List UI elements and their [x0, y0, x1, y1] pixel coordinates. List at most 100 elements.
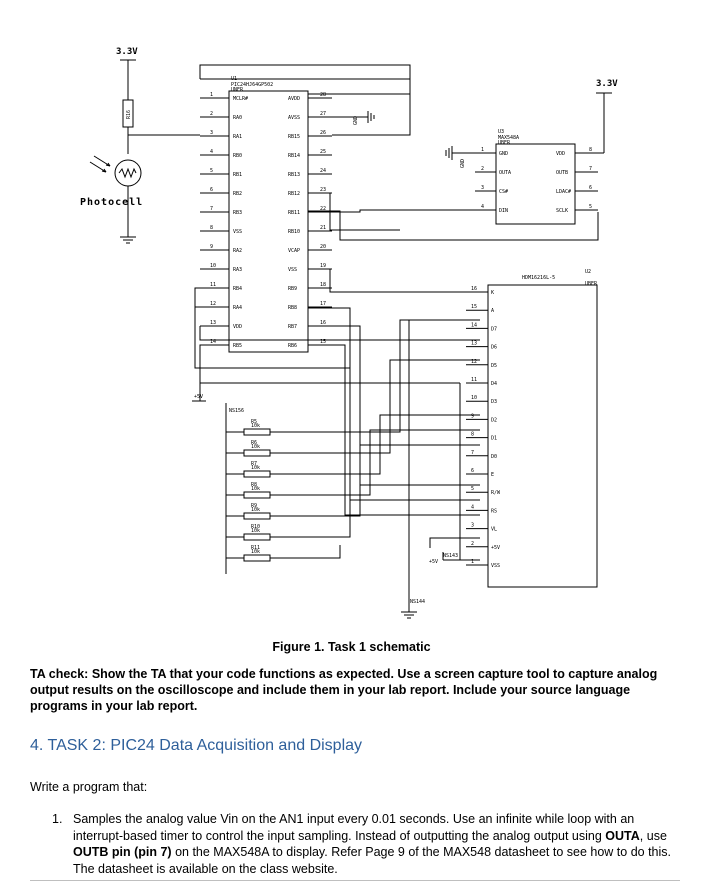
resistor-r16-label: R16 — [126, 110, 132, 119]
u1-pin-number: 28 — [320, 92, 326, 98]
u3-pin-number: 7 — [589, 166, 592, 172]
ns-labels: NS143 +5V NS144 — [401, 320, 480, 619]
u1-pin-name: RA2 — [233, 248, 242, 254]
list-item-text-run: OUTA — [605, 828, 640, 843]
u2-pin-name: A — [491, 308, 494, 314]
u2-pin-number: 10 — [471, 395, 477, 401]
u1-pin-number: 9 — [210, 244, 213, 250]
svg-text:UBER: UBER — [585, 281, 598, 287]
u2-pin-name: +5V — [491, 545, 500, 551]
u1-pin-number: 15 — [320, 339, 326, 345]
u2-pin-name: D4 — [491, 381, 497, 387]
u1-pin-name: RB4 — [233, 286, 242, 292]
u3-pin-name: GND — [499, 151, 508, 157]
u2-pin-number: 15 — [471, 304, 477, 310]
u3-pin-number: 2 — [481, 166, 484, 172]
u1-right-pins: 28AVDD27AVSS26RB1525RB1424RB1323RB1222RB… — [288, 92, 332, 349]
u1-pin-number: 8 — [210, 225, 213, 231]
u1-pin-number: 12 — [210, 301, 216, 307]
u1-pin-name: RA1 — [233, 134, 242, 140]
u1-pin-name: RB11 — [288, 210, 300, 216]
resistor-r5 — [243, 428, 271, 436]
u1-pin-name: RB0 — [233, 153, 242, 159]
u1-pin-name: RB6 — [288, 343, 297, 349]
u2-pin-name: RS — [491, 508, 497, 514]
u1-pin-name: VSS — [288, 267, 297, 273]
svg-text:GND: GND — [353, 116, 359, 125]
photocell-label: Photocell — [80, 197, 143, 208]
u1-pin-number: 22 — [320, 206, 326, 212]
u1-pin-name: RB13 — [288, 172, 300, 178]
intro-text: Write a program that: — [30, 780, 148, 794]
resistor-ref: R10 — [251, 524, 260, 530]
resistor-r10 — [243, 533, 271, 541]
resistor-network: +5V NS156 R510kR610kR710kR810kR910kR1010… — [192, 382, 460, 574]
svg-text:+5V: +5V — [194, 394, 203, 400]
u1-pin-number: 25 — [320, 149, 326, 155]
u1-pin-name: AVDD — [288, 96, 300, 102]
list-item-text-run: , use — [639, 828, 667, 843]
u1-pin-name: RB8 — [288, 305, 297, 311]
u2-pin-name: VL — [491, 527, 497, 533]
resistor-value: 10k — [251, 465, 260, 471]
u1-pin-name: RA3 — [233, 267, 242, 273]
u3-pin-name: CS# — [499, 189, 508, 195]
wires — [194, 64, 599, 560]
u3-pin-number: 8 — [589, 147, 592, 153]
u1-pin-number: 18 — [320, 282, 326, 288]
u1-pin-name: RB5 — [233, 343, 242, 349]
u1-pin-number: 4 — [210, 149, 213, 155]
u1-pin-name: MCLR# — [233, 96, 248, 102]
u3-pin-number: 6 — [589, 185, 592, 191]
u1-pin-name: AVSS — [288, 115, 300, 121]
u2-pin-number: 5 — [471, 486, 474, 492]
u1-pin-name: VCAP — [288, 248, 300, 254]
u2-pin-number: 4 — [471, 504, 474, 510]
svg-text:+5V: +5V — [429, 559, 438, 565]
resistor-value: 10k — [251, 423, 260, 429]
u1-pin-number: 17 — [320, 301, 326, 307]
u3-pin-name: LDAC# — [556, 189, 571, 195]
u1-pin-number: 10 — [210, 263, 216, 269]
u1-pin-number: 20 — [320, 244, 326, 250]
u1-pin-name: RB12 — [288, 191, 300, 197]
u3-pin-number: 1 — [481, 147, 484, 153]
resistor-ref: R8 — [251, 482, 257, 488]
resistor-ref: R5 — [251, 419, 257, 425]
u2-pin-number: 7 — [471, 450, 474, 456]
list-item-text-run: OUTB pin (pin 7) — [73, 845, 172, 859]
svg-text:3.3V: 3.3V — [596, 79, 618, 89]
u1-pin-name: RB7 — [288, 324, 297, 330]
u2-pin-number: 12 — [471, 359, 477, 365]
u1-pin-number: 23 — [320, 187, 326, 193]
u2-pin-number: 11 — [471, 377, 477, 383]
svg-text:U3: U3 — [498, 129, 504, 135]
u2-pin-name: D6 — [491, 345, 497, 351]
u1-pin-name: RB9 — [288, 286, 297, 292]
u1-pin-number: 2 — [210, 111, 213, 117]
u1-pin-number: 5 — [210, 168, 213, 174]
u1-pin-name: RB1 — [233, 172, 242, 178]
resistor-value: 10k — [251, 444, 260, 450]
u2-pin-number: 8 — [471, 432, 474, 438]
u1-pin-name: VDD — [233, 324, 242, 330]
resistor-ref: R11 — [251, 545, 260, 551]
u2-pin-name: D0 — [491, 454, 497, 460]
u2-pin-number: 9 — [471, 413, 474, 419]
u2-pin-number: 6 — [471, 468, 474, 474]
u1-pin-number: 14 — [210, 339, 216, 345]
svg-text:GND: GND — [460, 159, 466, 168]
resistor-ref: R9 — [251, 503, 257, 509]
svg-text:U2: U2 — [585, 269, 591, 275]
svg-text:UBER: UBER — [498, 140, 511, 146]
u3-pin-name: VDD — [556, 151, 565, 157]
u3-pin-name: SCLK — [556, 208, 568, 214]
u1-pin-name: RB3 — [233, 210, 242, 216]
u1-pin-number: 11 — [210, 282, 216, 288]
resistor-r11 — [243, 554, 271, 562]
svg-text:UNER: UNER — [231, 87, 244, 93]
u1-pin-number: 7 — [210, 206, 213, 212]
u1-pin-number: 3 — [210, 130, 213, 136]
svg-text:NS156: NS156 — [229, 408, 244, 414]
